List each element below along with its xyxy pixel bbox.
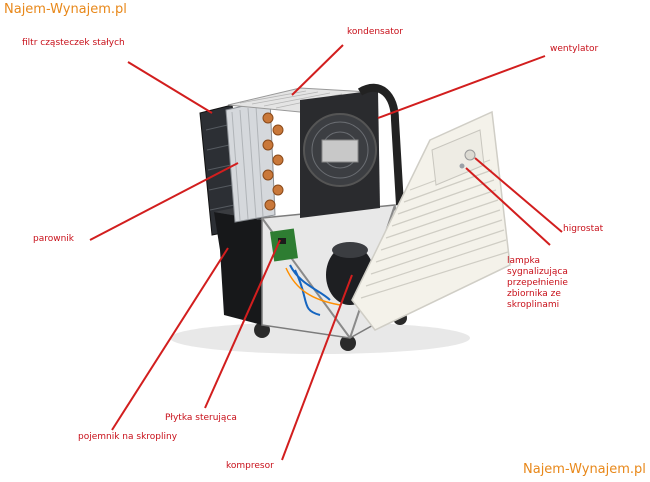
floor-shadow [170,322,470,354]
condensate-tank [214,212,262,325]
label-lampka-line: przepełnienie [507,278,568,288]
label-lampka-line: lampka [507,256,541,266]
leader-wentylator [377,55,546,119]
label-wentylator: wentylator [550,44,599,54]
fan-motor [321,139,359,163]
label-pojemnik: pojemnik na skropliny [78,432,178,442]
wiring [285,267,341,306]
copper-pipe [262,112,274,124]
leader-kompresor [281,274,353,461]
hygrostat-knob [464,149,476,161]
fan-grill [311,121,369,179]
copper-pipe [262,139,274,151]
label-lampka-line: skroplinami [507,300,560,310]
leader-higrostat [474,157,563,233]
copper-pipe [272,184,284,196]
caster-wheel [340,335,356,351]
watermark-top[interactable]: Najem-Wynajem.pl [4,2,127,17]
label-lampka-line: sygnalizująca [507,267,568,277]
leader-lines [89,44,563,461]
label-kompresor: kompresor [226,461,274,471]
watermark-bottom[interactable]: Najem-Wynajem.pl [523,462,646,477]
copper-pipe [264,199,276,211]
board-chip [278,238,286,244]
compressor-top [332,242,368,258]
label-lampka-line: zbiornika ze [507,289,561,299]
leader-lampka [465,167,551,246]
copper-pipe [272,124,284,136]
control-board [270,228,298,262]
leader-kondensator [291,44,344,96]
leader-filtr [127,61,213,114]
label-kondensator: kondensator [347,27,403,37]
label-parownik: parownik [33,234,75,244]
duct-pipe [357,83,404,206]
overflow-lamp [459,163,465,169]
label-higrostat: higrostat [563,224,604,234]
leader-plytka [204,239,281,409]
copper-pipe [272,154,284,166]
leader-pojemnik [111,247,229,431]
leader-parownik [89,162,239,241]
wiring [289,264,331,316]
label-plytka: Płytka sterująca [165,413,237,423]
copper-pipe [262,169,274,181]
label-lampka: lampka sygnalizująca przepełnienie zbior… [507,256,587,311]
label-filtr: filtr cząsteczek stałych [22,38,125,48]
